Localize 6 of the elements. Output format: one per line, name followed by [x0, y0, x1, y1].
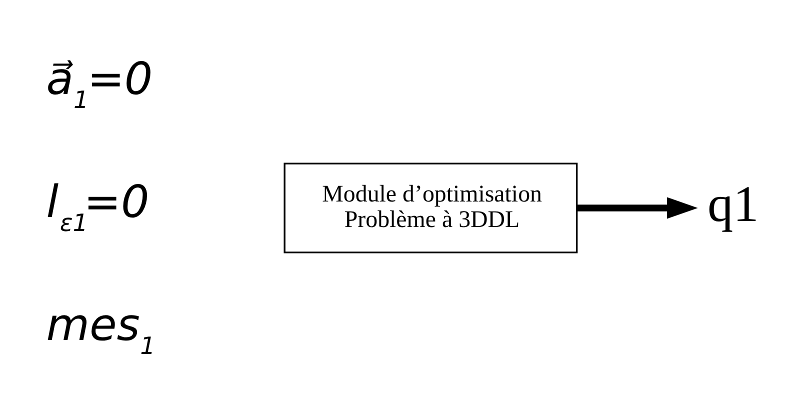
- label: mes$_{1}$: [46, 300, 155, 360]
- label: a⃗$_{1}$=0: [46, 54, 152, 114]
- node-text: q1: [707, 176, 758, 233]
- arrow: [576, 197, 698, 219]
- node-box: Module d’optimisation Problème à 3DDL: [283, 162, 578, 254]
- label: l$_{ε1}$=0: [46, 177, 149, 238]
